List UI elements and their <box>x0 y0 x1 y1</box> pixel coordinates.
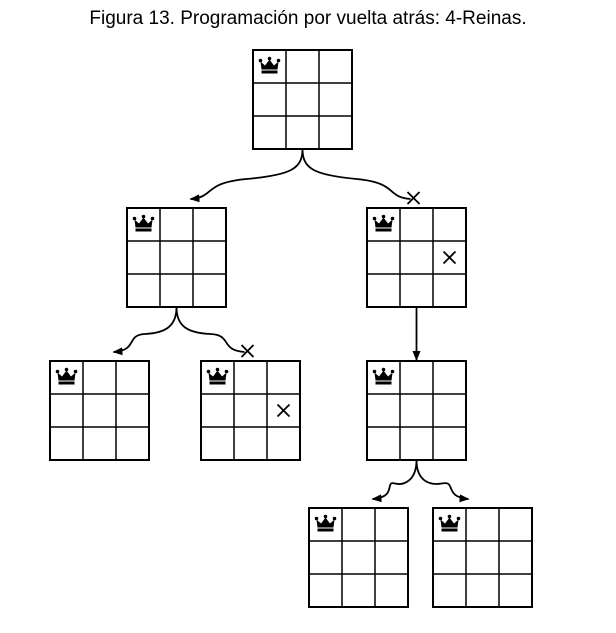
queen-icon <box>258 56 281 74</box>
cross-icon <box>276 403 291 418</box>
queen-icon <box>132 214 155 232</box>
board-b2 <box>366 207 467 308</box>
board-b7 <box>432 507 533 608</box>
cross-icon <box>240 344 255 358</box>
board-b1 <box>126 207 227 308</box>
board-b3 <box>49 360 150 461</box>
edge-b0-b2 <box>301 148 421 205</box>
cross-icon <box>442 250 457 265</box>
board-b0 <box>252 49 353 150</box>
board-b5 <box>366 360 467 461</box>
cross-icon <box>406 191 421 205</box>
tree-boards <box>49 49 533 608</box>
queen-icon <box>206 367 229 385</box>
board-b4 <box>200 360 301 461</box>
edge-b5-b6 <box>371 459 418 503</box>
edge-b1-b4 <box>175 306 255 358</box>
queen-icon <box>372 367 395 385</box>
figure-title: Figura 13. Programación por vuelta atrás… <box>89 8 527 29</box>
tree-edges <box>112 148 470 503</box>
queen-icon <box>314 514 337 532</box>
board-b6 <box>308 507 409 608</box>
queen-icon <box>372 214 395 232</box>
queen-icon <box>55 367 78 385</box>
queen-icon <box>438 514 461 532</box>
edge-b0-b1 <box>189 148 304 203</box>
edge-b1-b3 <box>112 306 178 356</box>
edge-b5-b7 <box>415 459 470 503</box>
